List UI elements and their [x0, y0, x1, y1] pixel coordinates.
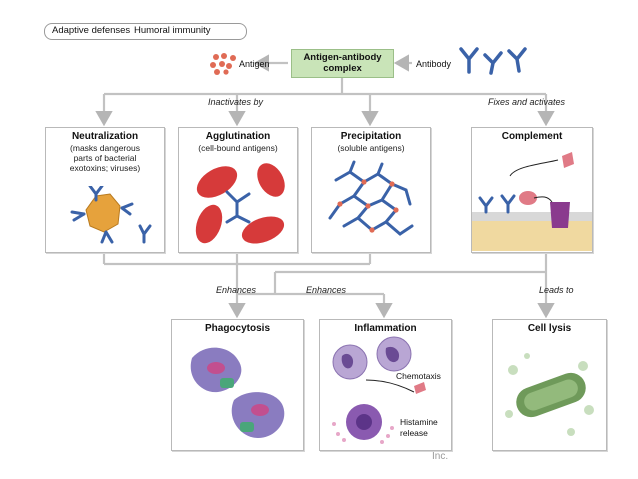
lysed-cell-icon — [505, 353, 594, 436]
precipitate-lattice-icon — [328, 160, 414, 236]
neutralization-sub-3: exotoxins; viruses) — [69, 163, 141, 173]
agglutinated-cells-icon — [195, 163, 285, 244]
breadcrumb: Adaptive defenses Humoral immunity — [44, 23, 247, 40]
breadcrumb-from: Adaptive defenses — [52, 25, 131, 36]
breadcrumb-to: Humoral immunity — [134, 25, 211, 36]
agglutination-title: Agglutination — [205, 131, 271, 142]
complement-box: Complement — [471, 127, 593, 253]
phagocytosis-title: Phagocytosis — [204, 323, 271, 334]
enhances-label-2: Enhances — [306, 285, 347, 295]
fixes-label: Fixes and activates — [488, 97, 566, 107]
inflammation-title: Inflammation — [354, 323, 417, 334]
agglutination-sub-1: (cell-bound antigens) — [198, 143, 278, 153]
antibody-label: Antibody — [416, 59, 452, 69]
antigen-icon — [210, 53, 236, 75]
leads-to-label: Leads to — [539, 285, 574, 295]
complement-membrane-icon — [472, 152, 592, 251]
inflammation-box: Inflammation Chemotaxis Histamine releas… — [319, 319, 452, 451]
precipitation-title: Precipitation — [340, 131, 402, 142]
inflammation-cells-icon — [332, 336, 426, 444]
agglutination-box: Agglutination (cell-bound antigens) — [178, 127, 298, 253]
phagocytosis-box: Phagocytosis — [171, 319, 304, 451]
virus-antibody-icon — [70, 186, 152, 244]
histamine-label-1: Histamine — [400, 417, 438, 427]
complex-title-line2: complex — [323, 63, 362, 74]
histamine-label-2: release — [400, 428, 428, 438]
antibody-icon — [459, 47, 527, 75]
complement-title: Complement — [501, 131, 563, 142]
neutralization-title: Neutralization — [71, 131, 139, 142]
antigen-antibody-complex-box: Antigen-antibody complex — [291, 49, 394, 78]
enhances-label-1: Enhances — [216, 285, 257, 295]
neutralization-sub-2: parts of bacterial — [73, 153, 137, 163]
neutralization-sub-1: (masks dangerous — [70, 143, 140, 153]
antigen-label: Antigen — [239, 59, 270, 69]
chemotaxis-label: Chemotaxis — [396, 371, 441, 381]
cell-lysis-box: Cell lysis — [492, 319, 607, 451]
footer-credit: Inc. — [432, 451, 449, 462]
complex-title-line1: Antigen-antibody — [303, 52, 382, 63]
inactivates-label: Inactivates by — [208, 97, 264, 107]
precipitation-sub-1: (soluble antigens) — [337, 143, 405, 153]
precipitation-box: Precipitation (soluble antigens) — [311, 127, 431, 253]
cell-lysis-title: Cell lysis — [527, 323, 572, 334]
phagocyte-cells-icon — [190, 347, 285, 438]
neutralization-box: Neutralization (masks dangerous parts of… — [45, 127, 165, 253]
